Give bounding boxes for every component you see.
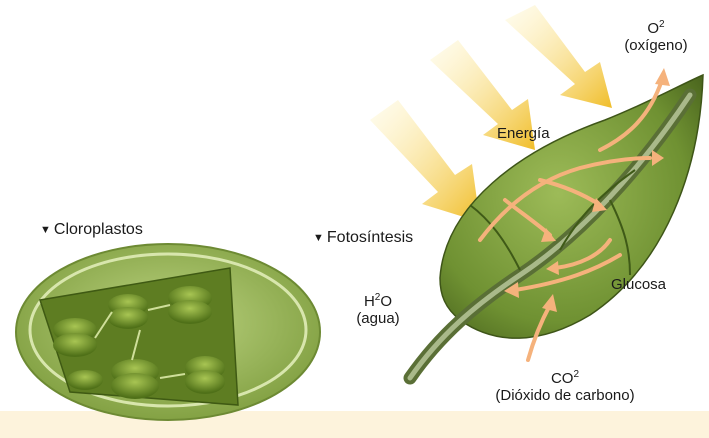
co2-formula: CO <box>551 370 574 387</box>
thylakoid-disc <box>185 370 225 394</box>
sun-ray <box>505 5 612 108</box>
fotosintesis-heading: ▼Fotosíntesis <box>313 229 413 247</box>
bullet-icon: ▼ <box>313 232 324 244</box>
energia-label: Energía <box>497 125 550 142</box>
oxygen-label-group: O2 (oxígeno) <box>612 20 700 54</box>
glucosa-label: Glucosa <box>611 276 666 293</box>
arrowhead <box>655 68 670 86</box>
thylakoid-disc <box>111 373 159 399</box>
thylakoid-disc <box>67 370 103 390</box>
chloroplast-illustration <box>16 244 320 420</box>
water-name: (agua) <box>348 310 408 327</box>
fotosintesis-label: Fotosíntesis <box>327 229 413 246</box>
cloroplastos-label: Cloroplastos <box>54 221 143 238</box>
thylakoid-disc <box>168 300 212 324</box>
oxygen-subscript: 2 <box>659 19 665 30</box>
water-label-group: H2O (agua) <box>348 293 408 327</box>
thylakoid-disc <box>108 307 148 329</box>
water-formula-o: O <box>380 293 392 310</box>
thylakoid-disc <box>53 333 97 357</box>
oxygen-name: (oxígeno) <box>612 37 700 54</box>
leaf-illustration <box>410 75 703 378</box>
sun-ray <box>370 100 480 222</box>
co2-name: (Dióxido de carbono) <box>470 387 660 404</box>
oxygen-formula: O <box>647 20 659 37</box>
co2-subscript: 2 <box>573 369 579 380</box>
cloroplastos-heading: ▼Cloroplastos <box>40 221 143 239</box>
water-formula-h: H <box>364 293 375 310</box>
co2-label-group: CO2 (Dióxido de carbono) <box>470 370 660 404</box>
bullet-icon: ▼ <box>40 224 51 236</box>
